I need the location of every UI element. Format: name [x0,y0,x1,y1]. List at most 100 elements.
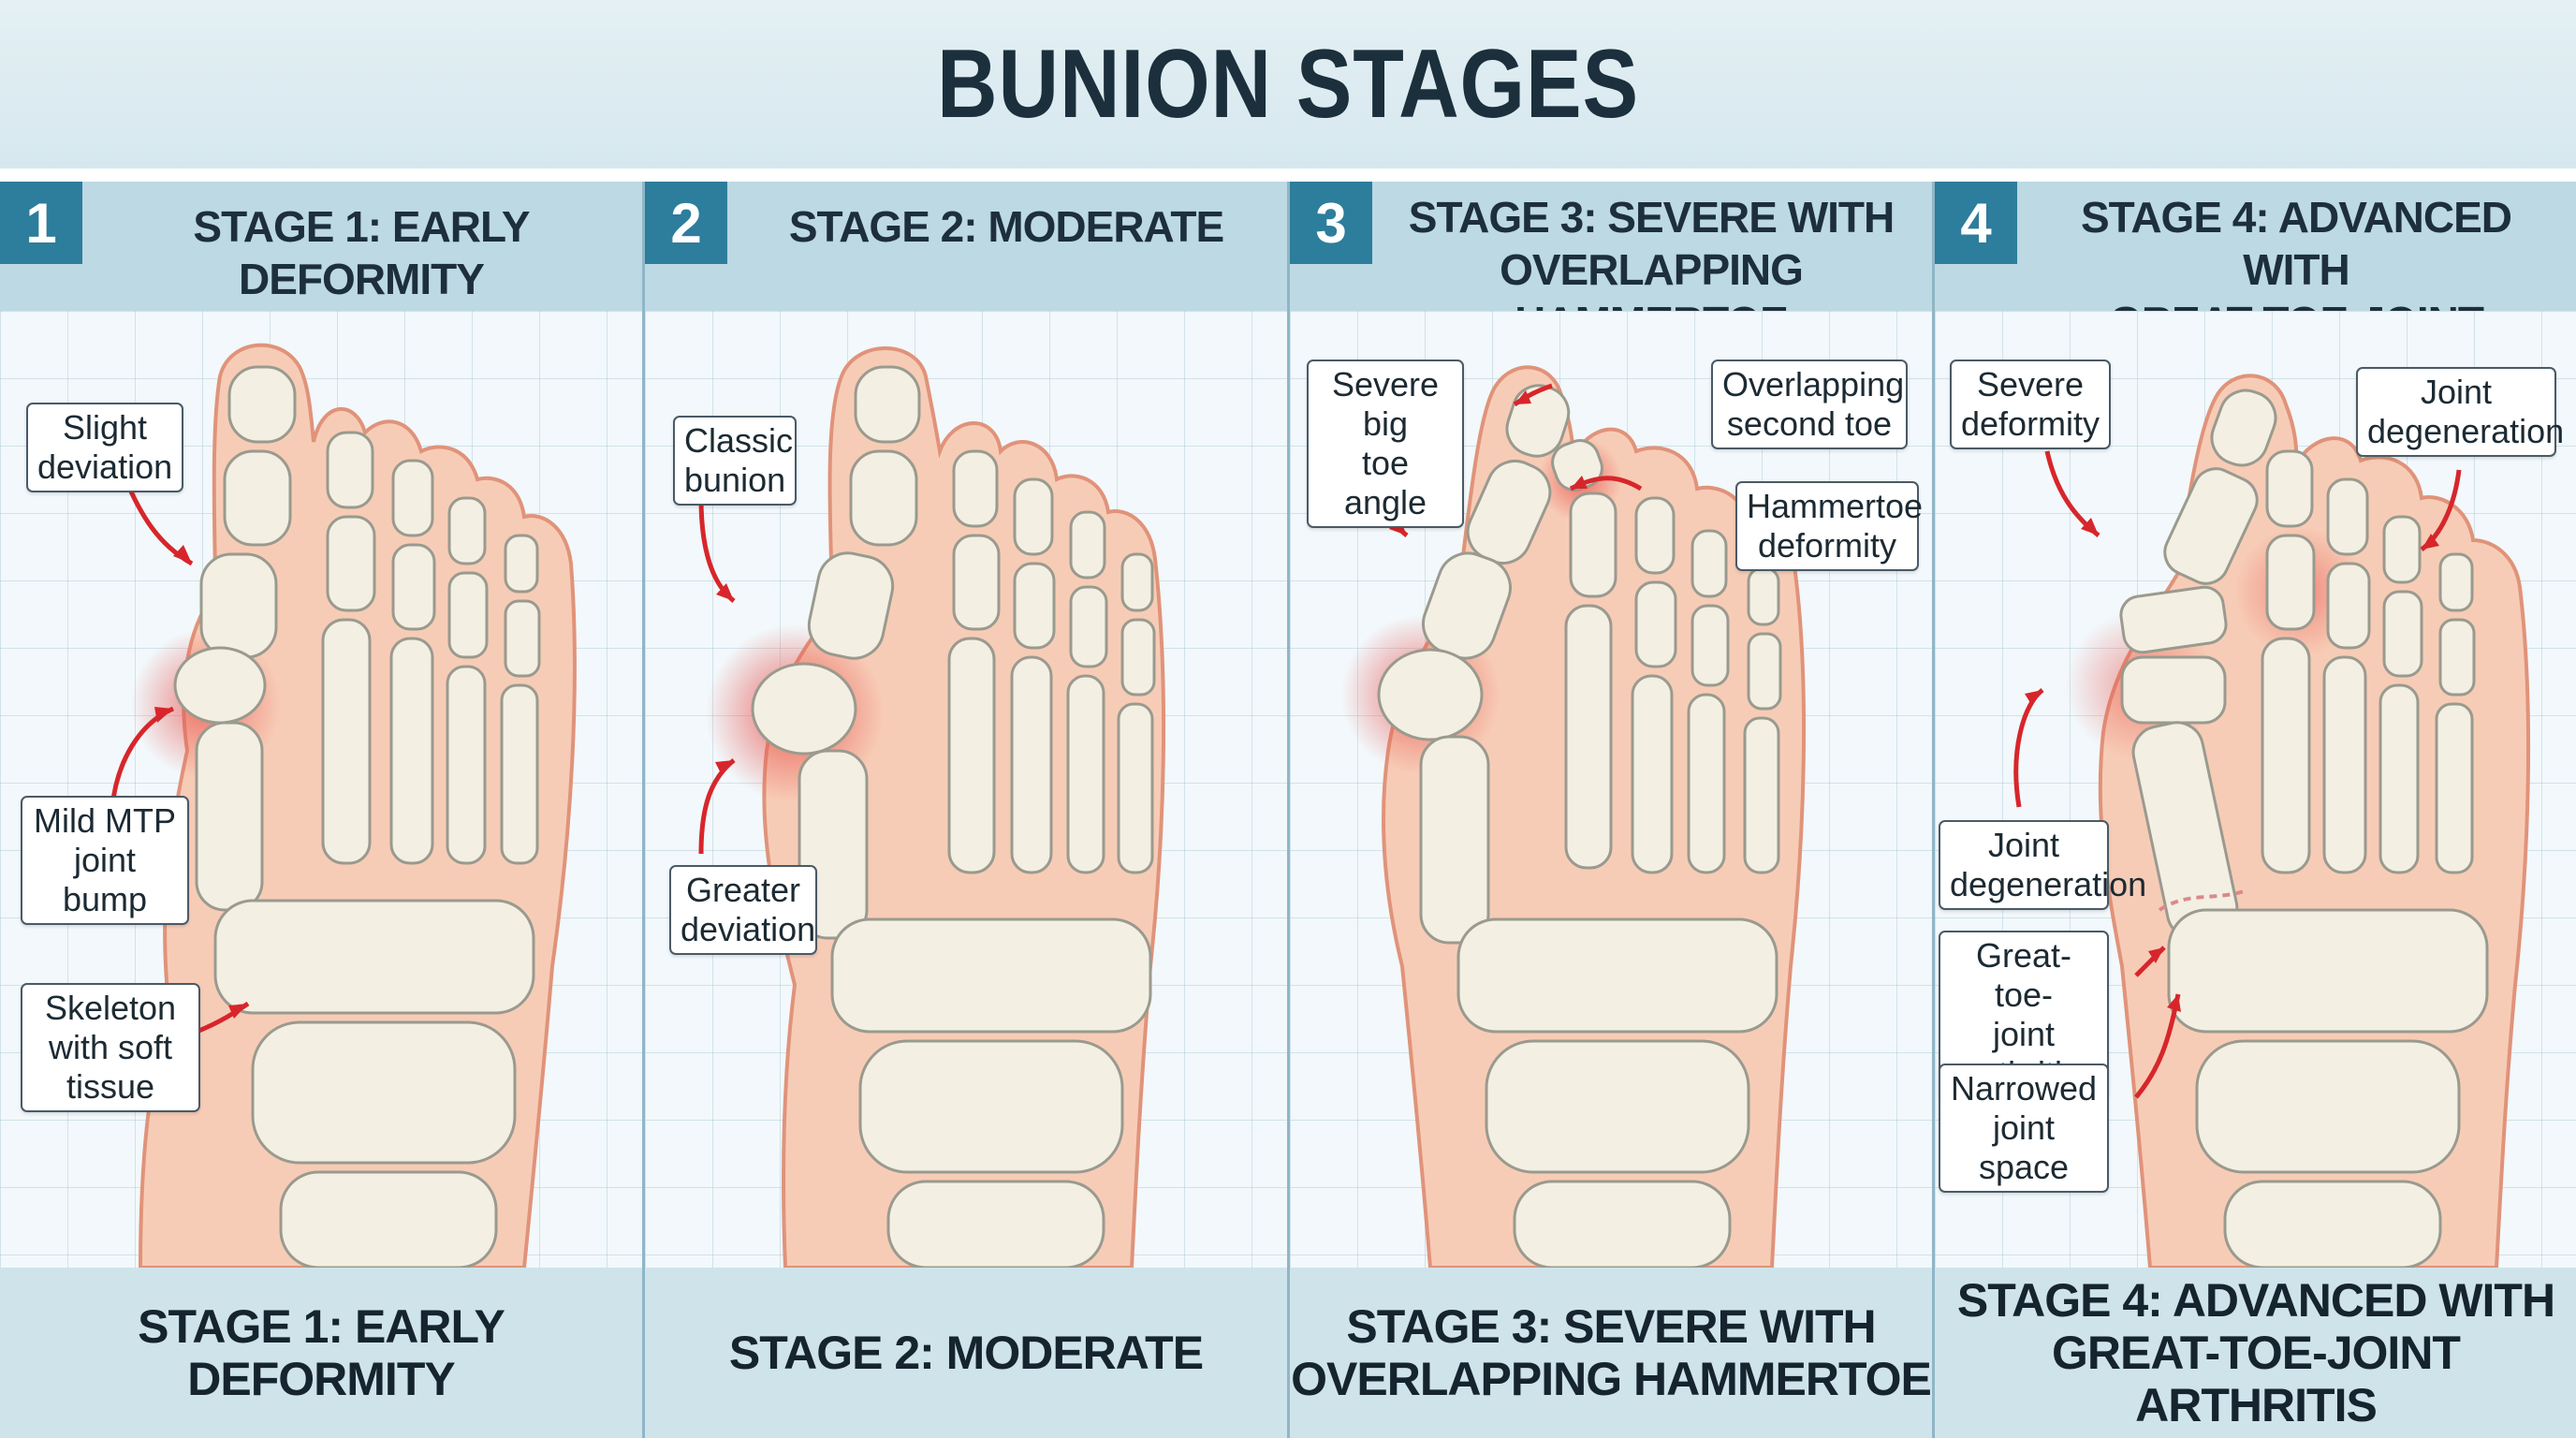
stage-3-panel: 3 STAGE 3: SEVERE WITH OVERLAPPING HAMME… [1290,182,1932,1438]
metatarsal-3 [389,637,434,865]
metatarsal-4 [1687,693,1726,874]
metatarsal-5 [2435,702,2474,874]
stage-1-footer: STAGE 1: EARLY DEFORMITY [0,1268,642,1438]
toe-4-bone [1069,510,1106,580]
callout-greater-deviation: Greater deviation [669,865,817,955]
stage-1-panel: 1 STAGE 1: EARLY DEFORMITY [0,182,642,1438]
callout-hammertoe-deformity: Hammertoe deformity [1735,481,1923,571]
arrow-head [2167,994,2181,1012]
stage-3-footer-title: STAGE 3: SEVERE WITH OVERLAPPING HAMMERT… [1291,1300,1932,1405]
callout-skeleton-soft-tissue: Skeleton with soft tissue [21,983,200,1112]
stage-2-foot-drawing [698,346,1166,1268]
tarsal-bones [251,1020,517,1165]
arrow-head [1571,476,1588,489]
metatarsal-2 [947,637,996,874]
toe-5-bone [504,534,539,594]
big-toe-distal-bone [2210,389,2277,467]
callout-slight-deviation: Slight deviation [26,403,183,492]
metatarsal-2 [2261,637,2311,874]
metatarsal-3 [1010,655,1053,874]
metatarsal-2 [1564,604,1613,870]
toe-3-bone [1634,496,1676,575]
heel-bones [1513,1180,1732,1268]
toe-5-bone [2438,618,2476,697]
stage-1-footer-title: STAGE 1: EARLY DEFORMITY [138,1300,505,1405]
stage-1-header-title: STAGE 1: EARLY DEFORMITY [193,202,530,303]
stage-2-number: 2 [645,182,727,264]
arrow-head [2422,534,2439,550]
metatarsal-4 [1066,674,1105,874]
toe-4-bone [1069,585,1108,668]
toe-3-bone [2326,477,2369,556]
arrow-head [228,1004,248,1019]
stage-3-header: 3 STAGE 3: SEVERE WITH OVERLAPPING HAMME… [1290,182,1932,346]
big-toe-proximal-bone [2163,467,2259,585]
toe-4-bone [1690,529,1728,598]
metatarsal-2 [321,618,372,865]
mtp-joint [751,662,857,756]
toe-4-bone [1690,604,1730,687]
stage-4-footer: STAGE 4: ADVANCED WITH GREAT-TOE-JOINT A… [1935,1268,2576,1438]
metatarsal-3 [2322,655,2367,874]
toe-4-bone [2382,590,2423,678]
stage-3-illustration: Severe big toe angle Overlapping second … [1290,311,1932,1268]
toe-4-bone [447,571,489,659]
toe-3-bone [1634,580,1677,668]
stage-1-number: 1 [0,182,82,264]
callout-joint-degeneration-left: Joint degeneration [1939,820,2146,910]
toe-5-bone [1120,618,1156,697]
stage-3-foot-drawing [1341,365,1807,1268]
arrow-head [715,760,734,775]
arrow-head [1515,390,1531,404]
midfoot-bones [213,899,535,1015]
toe-3-bone [2326,562,2371,650]
arrow-head [2148,947,2164,963]
panel-divider [1287,182,1290,1438]
toe-5-bone [2438,552,2474,612]
toe-2-bone [326,431,374,509]
toe-3-bone [1013,477,1054,556]
midfoot-bones [1456,917,1778,1034]
toe-2-bone [2265,449,2314,528]
metatarsal-5 [1117,702,1154,874]
toe-3-bone [1013,562,1056,650]
first-metatarsal [1419,735,1490,945]
stage-1-header: 1 STAGE 1: EARLY DEFORMITY [0,182,642,311]
stage-4-header: 4 STAGE 4: ADVANCED WITH GREAT-TOE-JOINT… [1935,182,2576,399]
arrow-joint-degeneration-left [2013,688,2044,808]
stage-2-illustration: Classic bunion Greater deviation [645,311,1287,1268]
tarsal-bones [2195,1039,2461,1174]
callout-severe-big-toe-angle: Severe big toe angle [1307,360,1464,528]
stage-2-footer-title: STAGE 2: MODERATE [728,1327,1204,1379]
heel-bones [886,1180,1105,1268]
mtp-joint [1377,648,1484,741]
panel-divider [642,182,645,1438]
toe-2-bone [1569,492,1617,598]
stage-3-number: 3 [1290,182,1372,264]
arrow-head [173,545,192,564]
toe-2-bone [952,534,1001,631]
arrow-head [2081,518,2099,536]
big-toe-distal-bone [227,365,297,444]
stage-2-header: 2 STAGE 2: MODERATE [645,182,1287,311]
toe-2-bone [326,515,376,612]
toe-2-bone [952,449,999,528]
stage-4-number: 4 [1935,182,2017,264]
arrow-head [716,583,734,601]
stage-2-header-title: STAGE 2: MODERATE [788,202,1224,251]
toe-4-bone [2382,515,2422,584]
midfoot-bones [830,917,1152,1034]
midfoot-bones [2167,908,2489,1034]
stage-4-footer-title: STAGE 4: ADVANCED WITH GREAT-TOE-JOINT A… [1956,1274,2555,1431]
arrow-head [2025,690,2042,706]
callout-classic-bunion: Classic bunion [673,416,797,506]
stage-4-panel: 4 STAGE 4: ADVANCED WITH GREAT-TOE-JOINT… [1935,182,2576,1438]
first-metatarsal [195,721,264,912]
stage-4-illustration: Severe deformity Joint degeneration Join… [1935,311,2576,1268]
mtp-joint [173,646,267,725]
big-toe-proximal-bone [849,449,918,547]
narrowed-joint-line [2158,889,2245,912]
toe-5-bone [1747,632,1782,711]
stage-2-footer: STAGE 2: MODERATE [645,1268,1287,1438]
big-toe-distal-bone [854,365,921,444]
